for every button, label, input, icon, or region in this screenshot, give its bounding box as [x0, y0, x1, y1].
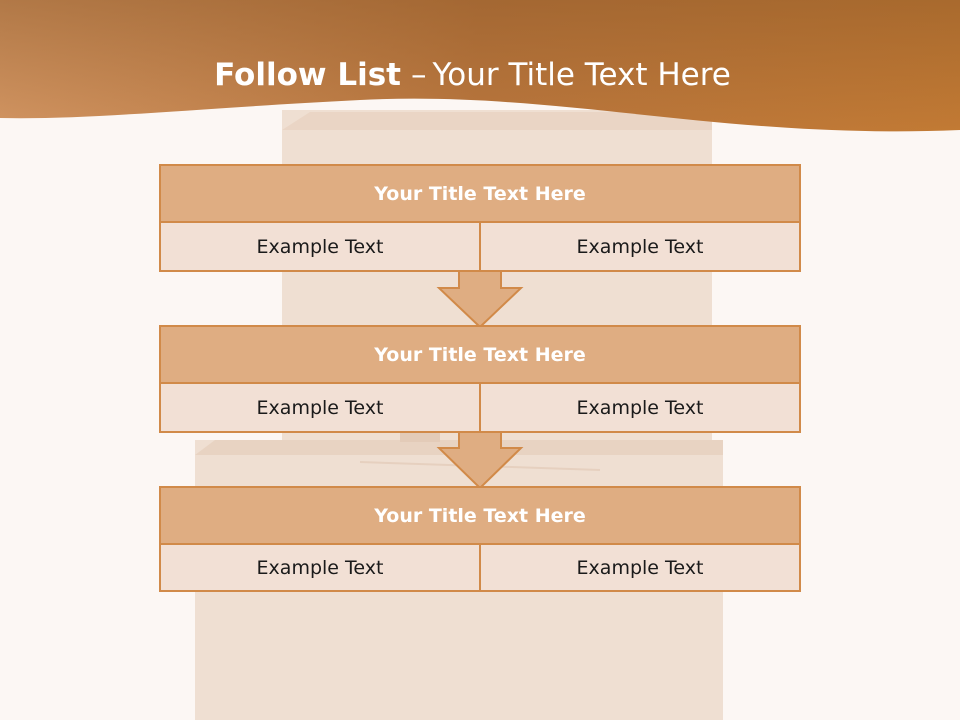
- block-cell-right: Example Text: [479, 223, 799, 270]
- block-cell-right: Example Text: [479, 545, 799, 590]
- list-block-3: Your Title Text Here Example Text Exampl…: [159, 486, 801, 592]
- slide-title: Follow List–Your Title Text Here: [0, 50, 945, 100]
- list-block-1: Your Title Text Here Example Text Exampl…: [159, 164, 801, 272]
- header-band: [0, 0, 960, 132]
- slide-title-bold: Follow List: [214, 57, 401, 93]
- block-cell-left: Example Text: [256, 556, 384, 579]
- block-title: Your Title Text Here: [161, 488, 799, 545]
- list-block-2: Your Title Text Here Example Text Exampl…: [159, 325, 801, 433]
- slide-title-dash: –: [410, 57, 427, 93]
- down-arrow-icon: [436, 269, 524, 329]
- block-row: Example Text Example Text: [161, 545, 799, 590]
- block-title: Your Title Text Here: [161, 327, 799, 384]
- block-cell-left: Example Text: [256, 396, 384, 419]
- block-title: Your Title Text Here: [161, 166, 799, 223]
- block-row: Example Text Example Text: [161, 384, 799, 431]
- down-arrow-icon: [436, 430, 524, 490]
- block-row: Example Text Example Text: [161, 223, 799, 270]
- block-cell-right: Example Text: [479, 384, 799, 431]
- block-cell-left: Example Text: [256, 235, 384, 258]
- slide-title-rest: Your Title Text Here: [432, 57, 731, 93]
